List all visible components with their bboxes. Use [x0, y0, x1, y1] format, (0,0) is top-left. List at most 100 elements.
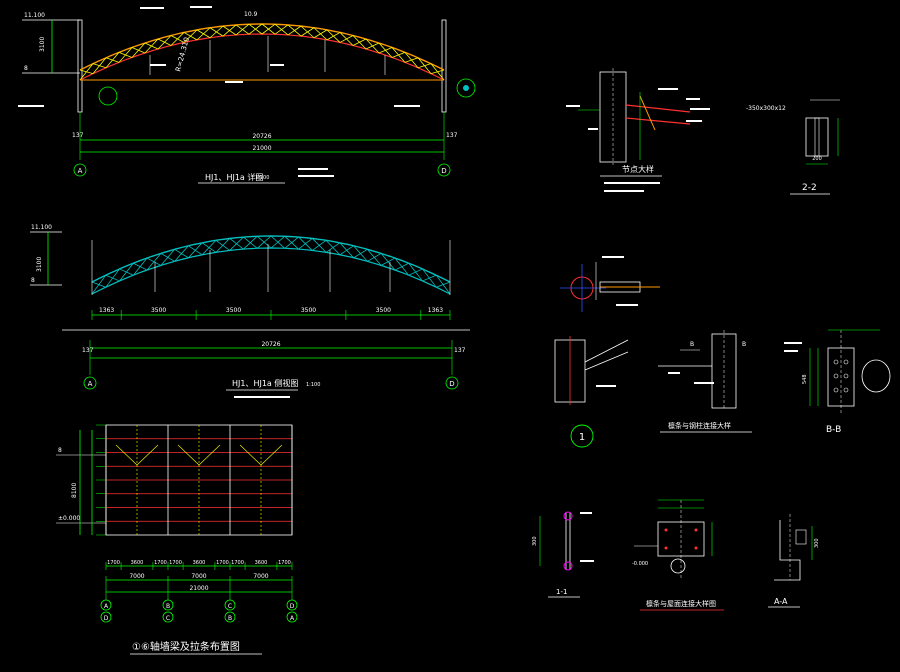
web-member — [131, 42, 146, 58]
elevation-top-level: 11.100 — [24, 12, 45, 19]
wall-total-dim: 21000 — [189, 585, 208, 592]
wall-segment-label: 3600 — [193, 560, 206, 566]
wall-segment-label: 1700 — [278, 560, 291, 566]
section-top-level: 11.100 — [31, 224, 52, 231]
web-member — [92, 57, 107, 74]
bottom-chord — [91, 247, 451, 295]
wall-top-level: 8 — [58, 447, 62, 454]
wall-segment-label: 1700 — [154, 560, 167, 566]
elevation-height-dim: 3100 — [39, 37, 46, 52]
truss-elevation-members — [79, 23, 445, 81]
section-1-1-dim: 300 — [532, 536, 538, 546]
axis-label-bottom: B — [228, 615, 232, 622]
section-height-dim: 3100 — [36, 257, 43, 272]
brace-rod — [198, 444, 221, 466]
web-member — [79, 63, 94, 81]
web-member — [367, 253, 382, 262]
section-title: HJ1、HJ1a 侧视图 — [232, 378, 298, 388]
web-member — [248, 23, 263, 35]
web-member — [209, 25, 224, 39]
section-1-1-label: 1-1 — [556, 588, 567, 596]
axis-bubble — [100, 599, 112, 611]
web-member — [270, 235, 286, 249]
segment-dim-label: 3500 — [226, 307, 241, 314]
wall-segment-label: 1700 — [169, 560, 182, 566]
brace-rod — [239, 444, 262, 466]
axis-label-bottom: D — [104, 615, 109, 622]
wall-beam-grid — [96, 424, 293, 536]
axis-bubble — [286, 611, 298, 623]
web-member — [394, 262, 409, 271]
web-member — [436, 281, 451, 288]
wall-bay-label: 7000 — [129, 573, 144, 580]
section-axis-left: A — [88, 380, 93, 388]
web-member — [298, 238, 313, 250]
elevation-end-left: 137 — [72, 132, 84, 139]
web-member — [91, 274, 107, 295]
segment-dim-label: 1363 — [428, 307, 443, 314]
web-member — [235, 23, 250, 36]
detail-circle-number: 1 — [579, 432, 585, 443]
web-member — [274, 24, 289, 35]
truss-elevation-drawing: 11.100 8 3100 10.9 R=24.310 — [18, 6, 476, 184]
top-chord — [91, 235, 451, 283]
web-member — [422, 274, 437, 282]
web-member — [196, 27, 211, 41]
axis-label-top: D — [290, 603, 295, 610]
web-member — [378, 47, 393, 54]
web-member — [157, 35, 172, 50]
web-member — [404, 57, 419, 63]
axis-bubble — [162, 599, 174, 611]
node-detail-mid: 1 B B 檩条与钢柱连接大样 548 B-B — [554, 256, 891, 448]
elevation-title: HJ1、HJ1a 详图 — [205, 172, 263, 182]
bottom-chord — [79, 33, 445, 81]
web-member — [300, 27, 315, 37]
brace-rod — [115, 444, 138, 466]
top-chord — [79, 23, 445, 71]
web-member — [339, 245, 354, 256]
web-member — [391, 52, 406, 58]
elevation-radius-label: R=24.310 — [174, 36, 191, 72]
section-a-a-label: A-A — [774, 597, 788, 606]
web-member — [229, 236, 244, 251]
wall-segment-label: 3600 — [255, 560, 268, 566]
axis-label-top: B — [166, 603, 170, 610]
wall-segment-label: 1700 — [216, 560, 229, 566]
wall-segment-label: 3600 — [131, 560, 144, 566]
web-member — [144, 38, 159, 54]
elevation-scale: 1:100 — [255, 175, 269, 181]
web-member — [146, 253, 162, 271]
axis-label-top: C — [228, 603, 232, 610]
brace-rod — [260, 444, 283, 466]
web-member — [215, 238, 230, 253]
purlin-b-label-right: B — [742, 341, 746, 348]
section-end-left: 137 — [82, 347, 94, 354]
axis-label-top: A — [104, 603, 109, 610]
truss-section-members — [91, 235, 451, 295]
section-a-a-dim: 300 — [814, 538, 820, 548]
purlin-column-detail-title: 檩条与钢柱连接大样 — [668, 421, 731, 430]
section-span-inner: 20726 — [261, 341, 280, 348]
axis-bubble — [286, 599, 298, 611]
wall-segment-label: 1700 — [231, 560, 244, 566]
brace-rod — [136, 444, 159, 466]
section-bottom-level: 8 — [31, 277, 35, 284]
wall-plan-title: ①⑥轴墙梁及拉条布置图 — [132, 640, 240, 653]
segment-dim-label: 3500 — [301, 307, 316, 314]
wall-bay-label: 7000 — [253, 573, 268, 580]
web-member — [222, 24, 237, 37]
section-b-b-label: B-B — [826, 425, 841, 435]
elevation-bottom-level: 8 — [24, 65, 28, 72]
web-member — [188, 242, 203, 259]
web-member — [105, 52, 120, 69]
wall-segment-label: 1700 — [107, 560, 120, 566]
web-member — [160, 249, 175, 266]
web-member — [201, 240, 217, 256]
elevation-end-right: 137 — [446, 132, 458, 139]
elevation-span-total: 21000 — [252, 145, 271, 152]
web-member — [326, 32, 341, 41]
web-member — [284, 236, 299, 249]
